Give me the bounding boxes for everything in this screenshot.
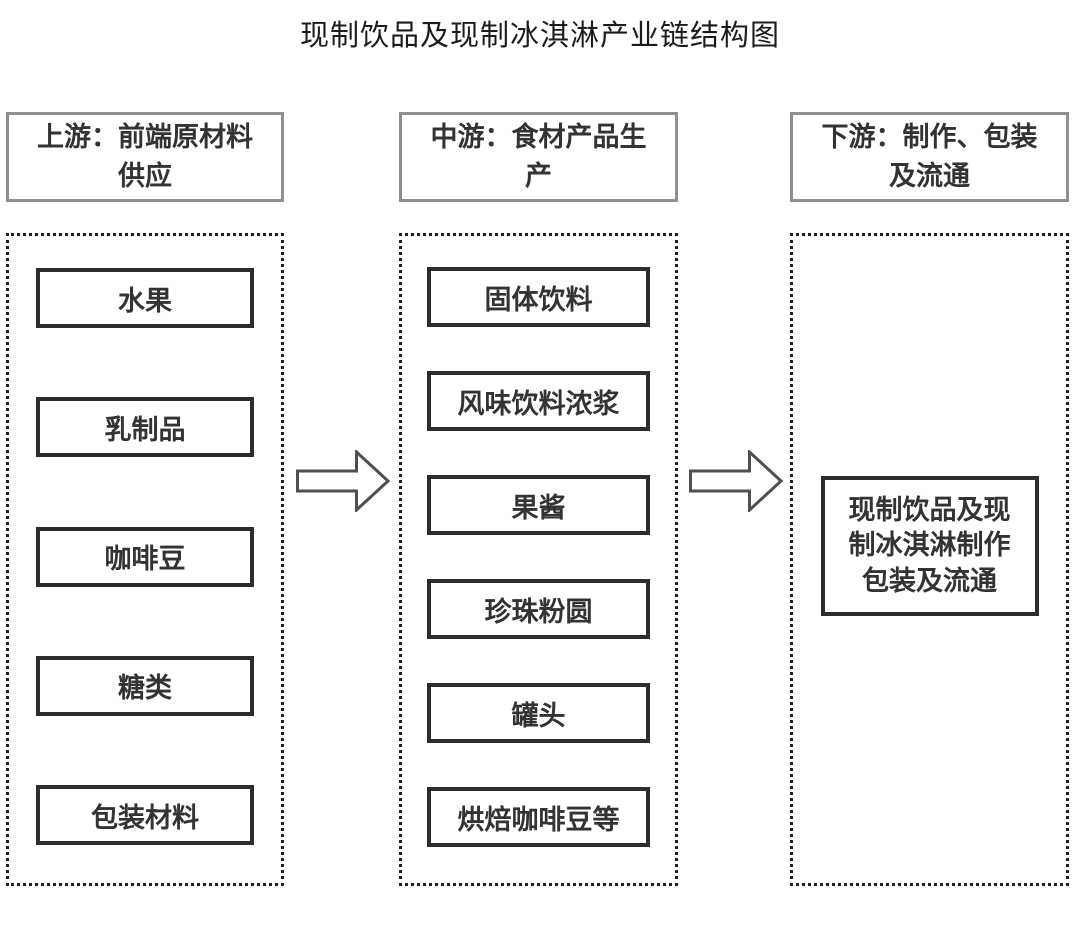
column-midstream: 中游：食材产品生产 固体饮料 风味饮料浓浆 果酱 珍珠粉圆 罐头 烘焙咖啡豆等 xyxy=(399,112,678,886)
midstream-header: 中游：食材产品生产 xyxy=(399,112,678,202)
upstream-item-dairy: 乳制品 xyxy=(36,397,254,458)
midstream-item-flavored-concentrate: 风味饮料浓浆 xyxy=(427,371,650,431)
midstream-item-tapioca-pearls: 珍珠粉圆 xyxy=(427,579,650,639)
midstream-group-container: 固体饮料 风味饮料浓浆 果酱 珍珠粉圆 罐头 烘焙咖啡豆等 xyxy=(399,233,678,886)
upstream-group-container: 水果 乳制品 咖啡豆 糖类 包装材料 xyxy=(6,233,284,886)
midstream-item-jam: 果酱 xyxy=(427,475,650,535)
downstream-header: 下游：制作、包装及流通 xyxy=(790,112,1069,202)
diagram-title: 现制饮品及现制冰淇淋产业链结构图 xyxy=(299,20,780,52)
column-upstream: 上游：前端原材料供应 水果 乳制品 咖啡豆 糖类 包装材料 xyxy=(6,112,284,886)
arrow-right-icon xyxy=(689,450,783,512)
upstream-header: 上游：前端原材料供应 xyxy=(6,112,284,202)
column-downstream: 下游：制作、包装及流通 现制饮品及现制冰淇淋制作包装及流通 xyxy=(790,112,1069,886)
midstream-item-roasted-coffee: 烘焙咖啡豆等 xyxy=(427,787,650,847)
upstream-item-packaging-materials: 包装材料 xyxy=(36,785,254,845)
upstream-item-coffee-beans: 咖啡豆 xyxy=(36,526,254,587)
upstream-item-sugars: 糖类 xyxy=(36,655,254,716)
downstream-group-container: 现制饮品及现制冰淇淋制作包装及流通 xyxy=(790,233,1069,886)
downstream-item-production-packaging-distribution: 现制饮品及现制冰淇淋制作包装及流通 xyxy=(820,476,1039,616)
arrow-right-icon xyxy=(296,450,390,512)
upstream-item-fruit: 水果 xyxy=(36,268,254,328)
midstream-item-solid-beverage: 固体饮料 xyxy=(427,267,650,327)
midstream-item-canned-goods: 罐头 xyxy=(427,683,650,743)
